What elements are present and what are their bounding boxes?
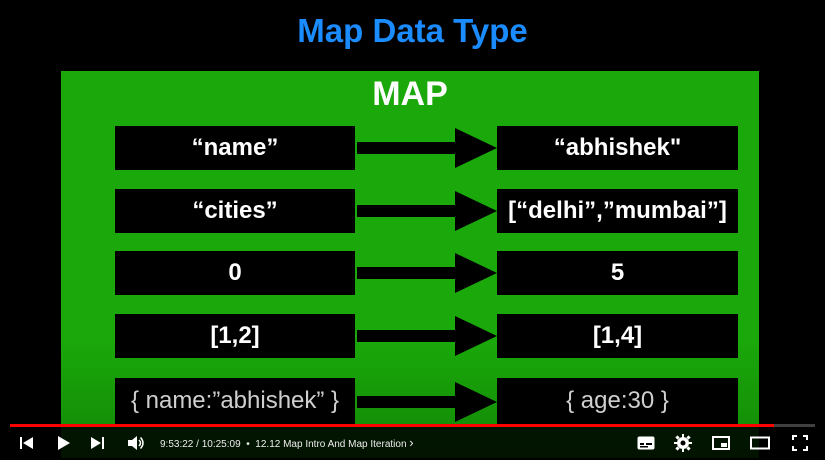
volume-icon [128, 435, 144, 450]
skip-previous-icon [20, 436, 33, 449]
map-key-2: “cities” [115, 189, 355, 233]
theater-mode-button[interactable] [747, 427, 773, 458]
chapter-bullet: • [246, 439, 250, 450]
volume-button[interactable] [124, 427, 148, 458]
miniplayer-button[interactable] [709, 427, 733, 458]
current-time: 9:53:22 [160, 439, 194, 450]
gear-icon [674, 433, 692, 452]
next-button[interactable] [86, 427, 110, 458]
map-label: MAP [372, 75, 448, 113]
arrow-right-icon [357, 316, 497, 356]
map-key-5: { name:”abhishek” } [115, 378, 355, 424]
time-separator: / [196, 439, 199, 450]
subtitles-icon [637, 436, 655, 449]
skip-next-icon [91, 436, 104, 449]
chevron-right-icon[interactable]: › [409, 435, 414, 450]
chapter-title[interactable]: 12.12 Map Intro And Map Iteration [255, 439, 407, 450]
progress-bar[interactable] [10, 424, 815, 427]
player-controls: 9:53:22 / 10:25:09 • 12.12 Map Intro And… [0, 427, 825, 458]
map-key-4: [1,2] [115, 314, 355, 358]
progress-played [10, 424, 774, 427]
subtitles-button[interactable] [634, 427, 658, 458]
map-value-2: [“delhi”,”mumbai”] [497, 189, 738, 233]
miniplayer-icon [712, 435, 730, 450]
arrow-right-icon [357, 128, 497, 168]
arrow-right-icon [357, 382, 497, 422]
play-icon [58, 435, 70, 450]
time-display: 9:53:22 / 10:25:09 • 12.12 Map Intro And… [160, 427, 414, 458]
fullscreen-button[interactable] [788, 427, 812, 458]
duration: 10:25:09 [201, 439, 241, 450]
map-key-3: 0 [115, 251, 355, 295]
map-value-1: “abhishek" [497, 126, 738, 170]
map-value-5: { age:30 } [497, 378, 738, 424]
map-value-3: 5 [497, 251, 738, 295]
play-button[interactable] [51, 427, 75, 458]
arrow-right-icon [357, 191, 497, 231]
settings-button[interactable] [671, 427, 695, 458]
fullscreen-icon [792, 434, 808, 451]
previous-button[interactable] [14, 427, 38, 458]
map-key-1: “name” [115, 126, 355, 170]
slide-title: Map Data Type [297, 12, 528, 49]
theater-icon [750, 436, 770, 449]
map-value-4: [1,4] [497, 314, 738, 358]
arrow-right-icon [357, 253, 497, 293]
